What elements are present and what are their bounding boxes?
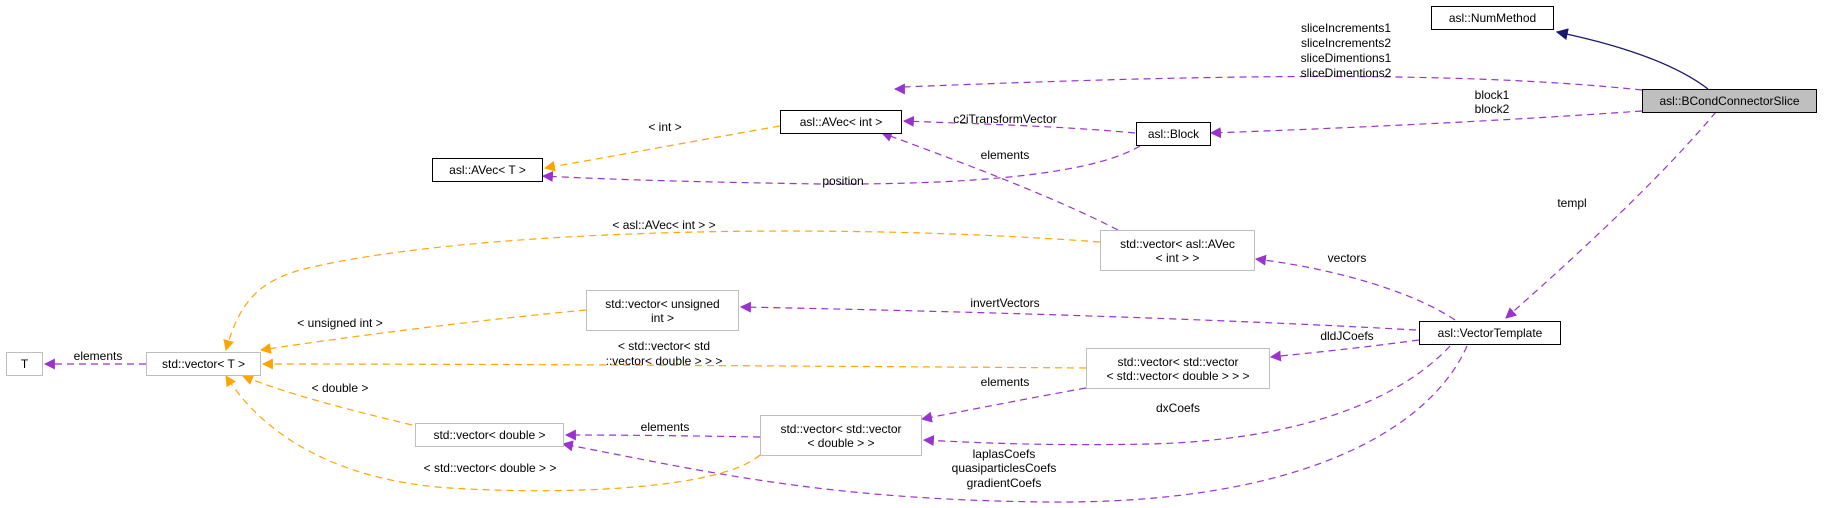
label-gradient-coefs: gradientCoefs (967, 476, 1042, 490)
edge-elements-vd (564, 429, 761, 441)
label-double: < double > (312, 381, 369, 395)
edge-tmpl-vvd (261, 358, 1087, 370)
node-num-method[interactable]: asl::NumMethod (1431, 6, 1554, 30)
label-int: < int > (648, 120, 681, 134)
label-dldj-coefs: dldJCoefs (1320, 329, 1373, 343)
edge-invert (739, 301, 1417, 331)
label-block1: block1 (1475, 88, 1510, 102)
label-templ: templ (1557, 196, 1586, 210)
label-unsigned-int: < unsigned int > (297, 316, 382, 330)
node-vector-vector-vector-double[interactable]: std::vector< std::vector < std::vector< … (1086, 348, 1270, 389)
edge-position (541, 145, 1141, 185)
label-elements-vd: elements (641, 420, 690, 434)
label-dx-coefs: dxCoefs (1156, 401, 1200, 415)
label-laplas-coefs: laplasCoefs (973, 447, 1036, 461)
edge-tmpl-vectordouble (225, 375, 761, 492)
node-vector-template[interactable]: asl::VectorTemplate (1419, 321, 1561, 345)
label-slice-increments2: sliceIncrements2 (1301, 36, 1391, 50)
label-vvd-line2: ::vector< double > > > (606, 354, 723, 368)
node-avec-t[interactable]: asl::AVec< T > (432, 158, 543, 182)
node-vector-unsigned-int[interactable]: std::vector< unsigned int > (586, 290, 739, 331)
label-elements-t: elements (74, 349, 123, 363)
edge-elements-avec (880, 131, 1119, 231)
edge-tmpl-int (543, 125, 781, 172)
label-invert-vectors: invertVectors (970, 296, 1039, 310)
node-vector-t[interactable]: std::vector< T > (146, 352, 261, 376)
node-t[interactable]: T (6, 352, 43, 376)
edge-elements-vvv (920, 387, 1087, 423)
node-bcond-connector-slice: asl::BCondConnectorSlice (1642, 89, 1817, 113)
label-quasiparticles-coefs: quasiparticlesCoefs (952, 461, 1057, 475)
edge-inherit-nummethod (1555, 28, 1709, 90)
edge-slice-fields (893, 75, 1643, 95)
label-block2: block2 (1475, 102, 1510, 116)
label-vectors: vectors (1328, 251, 1367, 265)
label-slice-increments1: sliceIncrements1 (1301, 21, 1391, 35)
label-position: position (822, 174, 863, 188)
edge-tmpl-unsigned (259, 309, 587, 354)
node-avec-int[interactable]: asl::AVec< int > (780, 110, 902, 134)
node-vector-vector-double[interactable]: std::vector< std::vector < double > > (760, 415, 922, 456)
node-vector-double[interactable]: std::vector< double > (415, 423, 564, 447)
edge-templ (1505, 111, 1717, 319)
label-avec-int-t: < asl::AVec< int > > (612, 218, 715, 232)
edge-coefs (561, 345, 1468, 503)
label-elements-vvv: elements (981, 375, 1030, 389)
edge-vectors (1254, 254, 1456, 321)
edge-c2i (902, 115, 1136, 134)
node-block[interactable]: asl::Block (1136, 122, 1211, 146)
edge-blocks (1209, 110, 1643, 139)
label-slice-dimentions1: sliceDimentions1 (1301, 51, 1392, 65)
label-slice-dimentions2: sliceDimentions2 (1301, 66, 1392, 80)
label-vvd-line1: < std::vector< std (618, 339, 710, 353)
edge-dldj (1269, 339, 1420, 362)
edge-dx (922, 345, 1451, 447)
edge-tmpl-avecint (223, 230, 1101, 352)
node-vector-avec-int[interactable]: std::vector< asl::AVec < int > > (1100, 230, 1255, 271)
label-vector-double-t: < std::vector< double > > (424, 461, 557, 475)
label-elements-avec: elements (981, 148, 1030, 162)
edge-tmpl-double (241, 374, 413, 426)
label-c2i: c2iTransformVector (953, 112, 1057, 126)
